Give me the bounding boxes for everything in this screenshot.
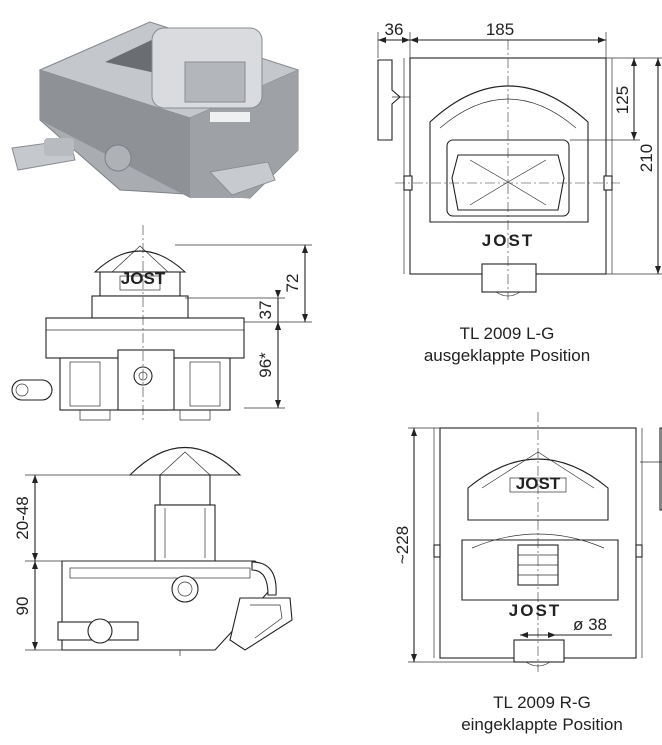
dim-front-height-partial: 37 <box>256 301 275 320</box>
label-top-brand-plate: JOST <box>482 231 534 250</box>
dim-front-height-total: 72 <box>283 274 302 293</box>
caption-bottom-right-position: eingeklappte Position <box>461 715 623 734</box>
dim-top-offset: 36 <box>385 20 404 39</box>
side-view-drawing <box>25 446 293 656</box>
caption-bottom-right-model: TL 2009 R-G <box>493 693 591 712</box>
dim-top-height-total: 210 <box>637 144 656 172</box>
front-view-drawing <box>11 225 312 422</box>
caption-top-right-position: ausgeklappte Position <box>423 346 591 365</box>
dim-side-adjust-range: 20-48 <box>13 496 32 539</box>
label-front-brand: JOST <box>121 269 166 288</box>
label-bottom-brand-small: JOST <box>516 474 561 493</box>
label-bottom-brand-plate: JOST <box>509 601 561 620</box>
bottom-view-drawing <box>408 412 662 672</box>
product-render <box>11 21 300 199</box>
dim-bottom-height: ~228 <box>393 526 412 564</box>
top-view-drawing <box>377 32 662 300</box>
dim-bottom-diameter: ø 38 <box>573 615 607 634</box>
caption-top-right: TL 2009 L-G ausgeklappte Position <box>412 323 602 367</box>
dim-side-height: 90 <box>13 597 32 616</box>
dim-top-width: 185 <box>486 20 514 39</box>
caption-bottom-right: TL 2009 R-G eingeklappte Position <box>447 692 637 736</box>
dim-front-depth: 96* <box>256 352 275 378</box>
caption-top-right-model: TL 2009 L-G <box>459 324 555 343</box>
dim-top-height-partial: 125 <box>613 86 632 114</box>
